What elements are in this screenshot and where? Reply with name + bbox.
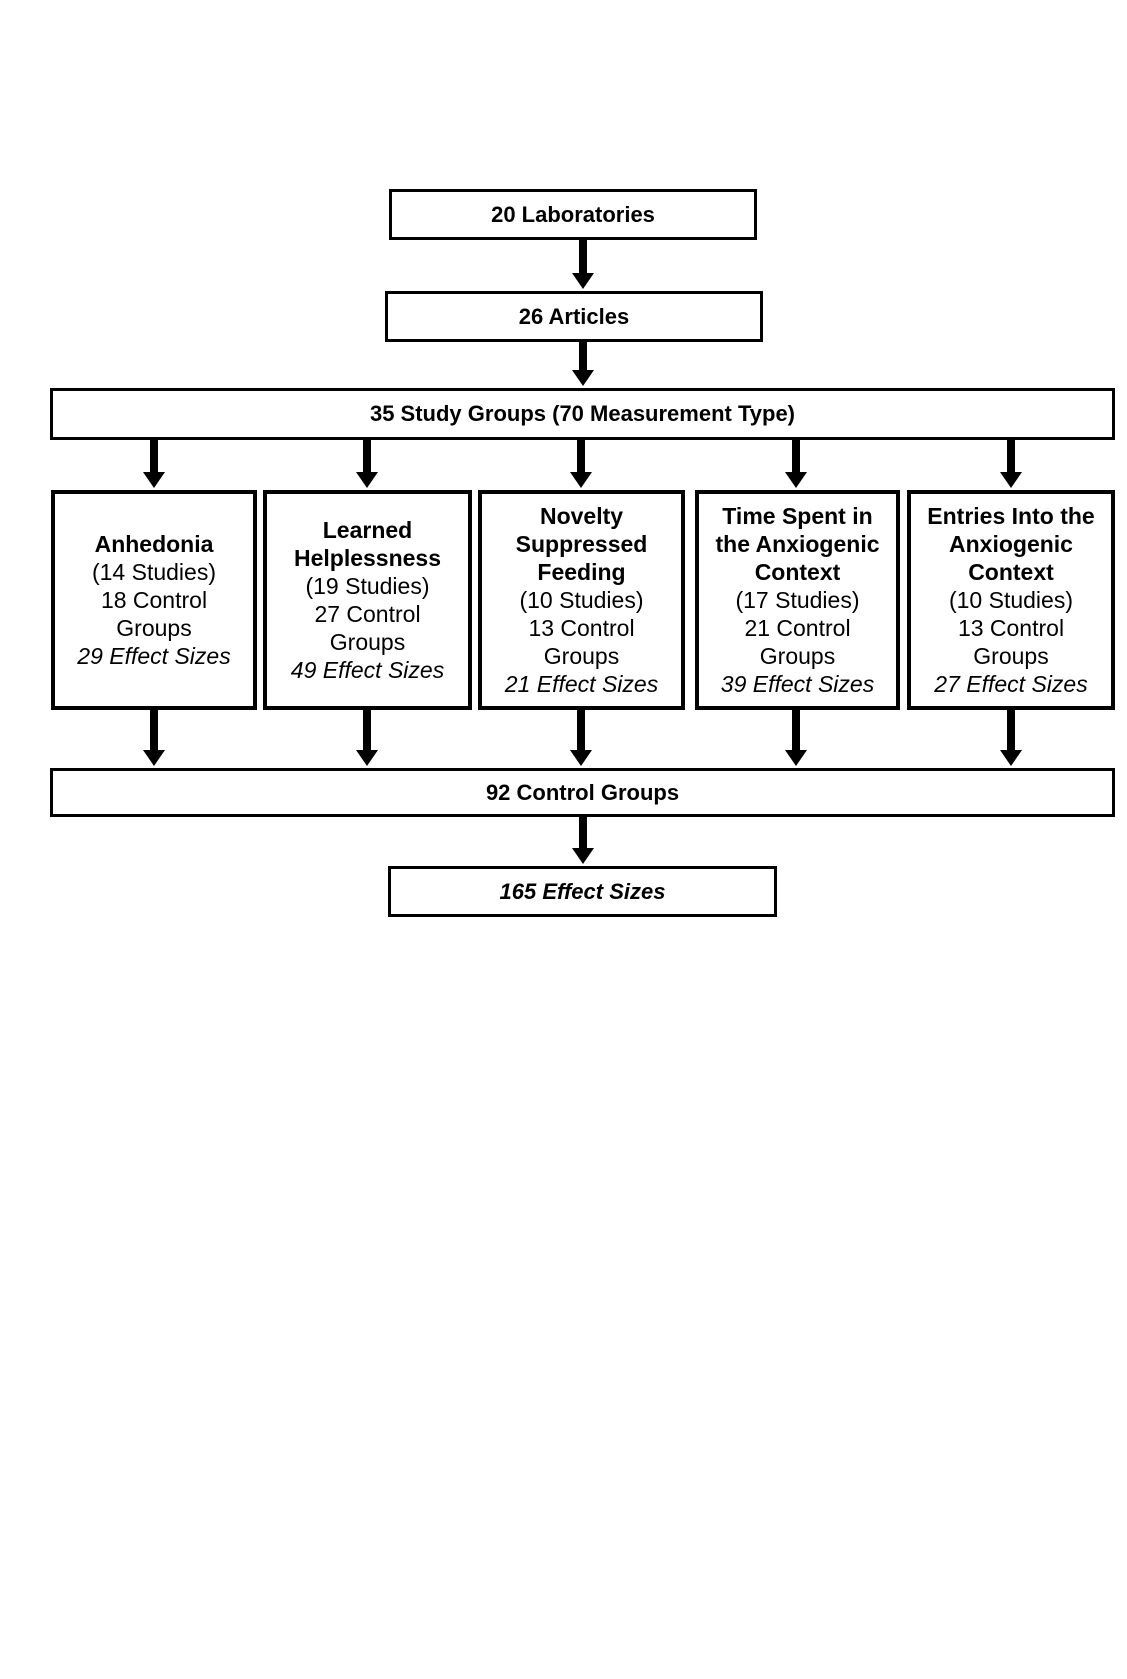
arrow-down-icon — [579, 339, 587, 370]
box-time-anxiogenic-context: Time Spent in the Anxiogenic Context (17… — [695, 490, 900, 710]
box-entries-anxiogenic-context: Entries Into the Anxiogenic Context (10 … — [907, 490, 1115, 710]
arrow-down-icon — [150, 438, 158, 472]
category-effect-sizes: 27 Effect Sizes — [934, 671, 1088, 697]
category-title: Learned Helplessness — [293, 517, 442, 571]
category-control-groups: 27 Control Groups — [314, 601, 421, 655]
box-laboratories: 20 Laboratories — [389, 189, 757, 240]
arrow-down-icon — [792, 438, 800, 472]
category-effect-sizes: 29 Effect Sizes — [77, 643, 231, 669]
box-anhedonia: Anhedonia (14 Studies) 18 Control Groups… — [51, 490, 257, 710]
category-studies: (19 Studies) — [305, 573, 430, 599]
arrow-down-icon — [1007, 438, 1015, 472]
study-groups-label: 35 Study Groups (70 Measurement Type) — [369, 401, 796, 426]
category-effect-sizes: 39 Effect Sizes — [720, 671, 875, 697]
box-novelty-suppressed-feeding: Novelty Suppressed Feeding (10 Studies) … — [478, 490, 685, 710]
arrow-down-icon — [579, 237, 587, 273]
arrow-down-icon — [577, 438, 585, 472]
arrow-down-icon — [792, 708, 800, 750]
category-control-groups: 21 Control Groups — [744, 615, 851, 669]
arrow-down-icon — [579, 815, 587, 848]
box-study-groups: 35 Study Groups (70 Measurement Type) — [50, 388, 1115, 440]
category-title: Novelty Suppressed Feeding — [515, 503, 648, 585]
category-studies: (10 Studies) — [519, 587, 644, 613]
box-effect-sizes: 165 Effect Sizes — [388, 866, 777, 917]
category-effect-sizes: 21 Effect Sizes — [504, 671, 659, 697]
category-title: Anhedonia — [94, 531, 214, 557]
laboratories-label: 20 Laboratories — [491, 201, 655, 227]
category-studies: (14 Studies) — [91, 559, 216, 585]
category-control-groups: 13 Control Groups — [528, 615, 635, 669]
arrow-down-icon — [150, 708, 158, 750]
effect-sizes-label: 165 Effect Sizes — [499, 878, 666, 904]
box-control-groups: 92 Control Groups — [50, 768, 1115, 817]
arrow-down-icon — [1007, 708, 1015, 750]
category-title: Entries Into the Anxiogenic Context — [927, 503, 1095, 585]
box-learned-helplessness: Learned Helplessness (19 Studies) 27 Con… — [263, 490, 472, 710]
category-control-groups: 18 Control Groups — [100, 587, 208, 641]
category-title: Time Spent in the Anxiogenic Context — [715, 503, 880, 585]
control-groups-label: 92 Control Groups — [485, 779, 680, 805]
category-control-groups: 13 Control Groups — [957, 615, 1065, 669]
box-articles: 26 Articles — [385, 291, 763, 342]
category-effect-sizes: 49 Effect Sizes — [290, 657, 445, 683]
arrow-down-icon — [363, 708, 371, 750]
category-studies: (17 Studies) — [735, 587, 860, 613]
category-studies: (10 Studies) — [948, 587, 1073, 613]
arrow-down-icon — [363, 438, 371, 472]
arrow-down-icon — [577, 708, 585, 750]
articles-label: 26 Articles — [518, 303, 630, 329]
